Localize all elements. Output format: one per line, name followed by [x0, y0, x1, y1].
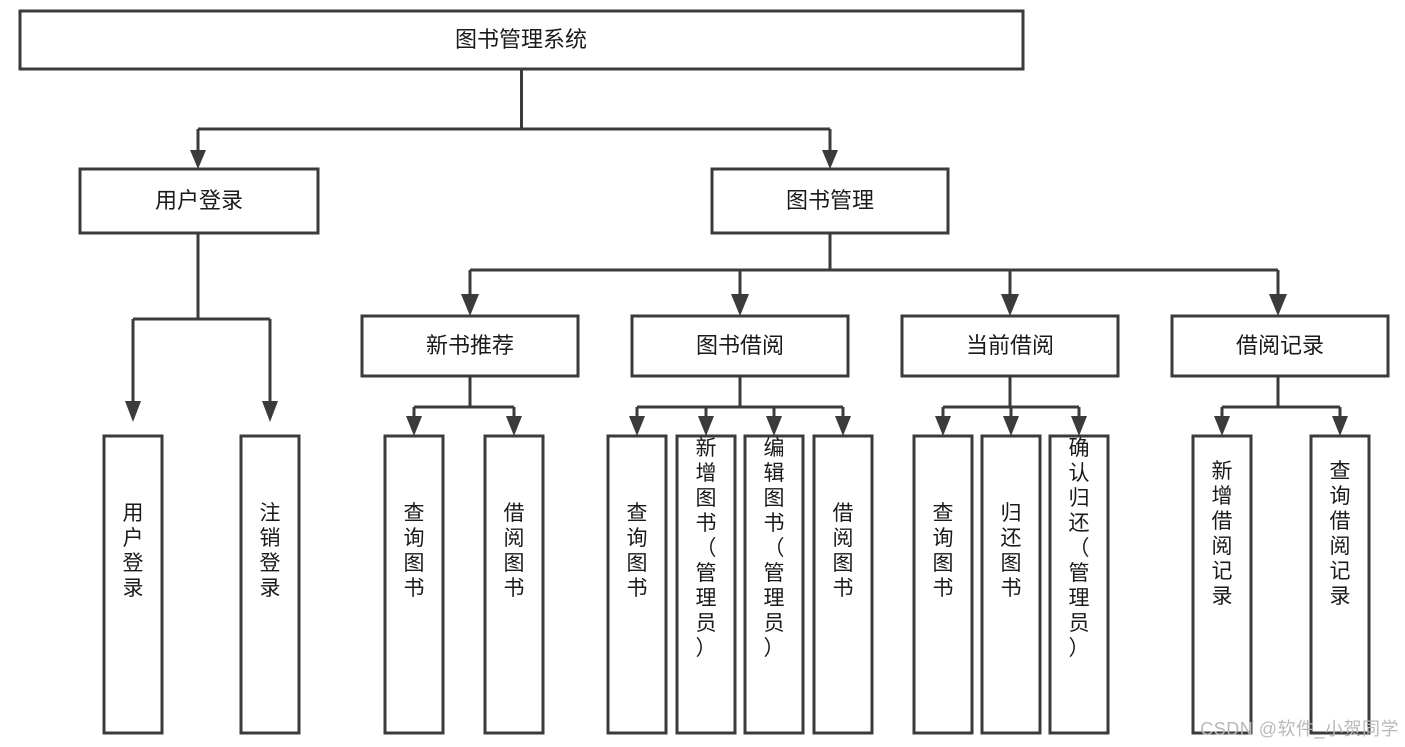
node-leaf-add-book[interactable]: 新增图书（管理员） [675, 434, 737, 735]
arrowhead-leaf-query-book-1 [406, 416, 422, 436]
arrowhead-leaf-logout-login [262, 401, 278, 422]
node-borrow-record-label: 借阅记录 [1236, 333, 1324, 358]
connector-layer [125, 69, 1348, 436]
node-leaf-user-login-label: 用户登录 [123, 502, 144, 600]
arrowhead-leaf-query-record [1332, 416, 1348, 436]
arrowhead-leaf-add-record [1214, 416, 1230, 436]
arrowhead-leaf-confirm-return [1071, 416, 1087, 436]
node-book-manage[interactable]: 图书管理 [710, 167, 950, 235]
node-leaf-borrow-book-2-label: 借阅图书 [833, 502, 854, 600]
arrowhead-new-book-recommend [461, 294, 479, 316]
node-leaf-return-book[interactable]: 归还图书 [980, 434, 1042, 735]
node-leaf-query-record-label: 查询借阅记录 [1330, 460, 1351, 608]
node-borrow-record[interactable]: 借阅记录 [1170, 314, 1390, 378]
node-user-login-label: 用户登录 [155, 188, 243, 213]
node-current-borrow-label: 当前借阅 [966, 333, 1054, 358]
node-leaf-logout-login[interactable]: 注销登录 [239, 434, 301, 735]
arrowhead-leaf-return-book [1003, 416, 1019, 436]
node-user-login[interactable]: 用户登录 [78, 167, 320, 235]
node-current-borrow[interactable]: 当前借阅 [900, 314, 1120, 378]
node-leaf-add-record[interactable]: 新增借阅记录 [1191, 434, 1253, 735]
node-leaf-query-book-3[interactable]: 查询图书 [912, 434, 974, 735]
node-leaf-edit-book-label: 编辑图书（管理员） [764, 437, 785, 660]
arrowhead-book-borrow [731, 294, 749, 316]
node-book-borrow[interactable]: 图书借阅 [630, 314, 850, 378]
node-leaf-confirm-return[interactable]: 确认归还（管理员） [1048, 434, 1110, 735]
node-leaf-logout-login-label: 注销登录 [260, 502, 281, 600]
node-leaf-borrow-book-1-label: 借阅图书 [504, 502, 525, 600]
arrowhead-leaf-query-book-3 [935, 416, 951, 436]
node-leaf-borrow-book-2[interactable]: 借阅图书 [812, 434, 874, 735]
arrowhead-current-borrow [1001, 294, 1019, 316]
arrowhead-user-login [190, 150, 206, 169]
arrowhead-leaf-query-book-2 [629, 416, 645, 436]
node-leaf-borrow-book-1[interactable]: 借阅图书 [483, 434, 545, 735]
node-new-book-recommend[interactable]: 新书推荐 [360, 314, 580, 378]
node-leaf-add-record-label: 新增借阅记录 [1212, 460, 1233, 608]
arrowhead-book-manage [822, 150, 838, 169]
node-book-borrow-label: 图书借阅 [696, 333, 784, 358]
arrowhead-leaf-add-book [698, 416, 714, 436]
node-leaf-query-book-1[interactable]: 查询图书 [383, 434, 445, 735]
node-root-label: 图书管理系统 [455, 27, 587, 52]
node-root[interactable]: 图书管理系统 [18, 9, 1025, 71]
node-leaf-add-book-label: 新增图书（管理员） [696, 437, 717, 660]
node-leaf-edit-book[interactable]: 编辑图书（管理员） [743, 434, 805, 735]
node-leaf-return-book-label: 归还图书 [1001, 502, 1022, 600]
node-book-manage-label: 图书管理 [786, 188, 874, 213]
arrowhead-leaf-borrow-book-2 [835, 416, 851, 436]
node-leaf-user-login[interactable]: 用户登录 [102, 434, 164, 735]
node-leaf-confirm-return-label: 确认归还（管理员） [1069, 437, 1090, 660]
arrowhead-leaf-edit-book [766, 416, 782, 436]
node-leaf-query-book-2-label: 查询图书 [627, 502, 648, 600]
arrowhead-leaf-user-login [125, 401, 141, 422]
node-new-book-recommend-label: 新书推荐 [426, 333, 514, 358]
node-leaf-query-book-3-label: 查询图书 [933, 502, 954, 600]
csdn-watermark: CSDN @软件_小贺同学 [1200, 719, 1399, 739]
node-leaf-query-record[interactable]: 查询借阅记录 [1309, 434, 1371, 735]
node-leaf-query-book-1-label: 查询图书 [404, 502, 425, 600]
arrowhead-borrow-record [1269, 294, 1287, 316]
arrowhead-leaf-borrow-book-1 [506, 416, 522, 436]
node-leaf-query-book-2[interactable]: 查询图书 [606, 434, 668, 735]
